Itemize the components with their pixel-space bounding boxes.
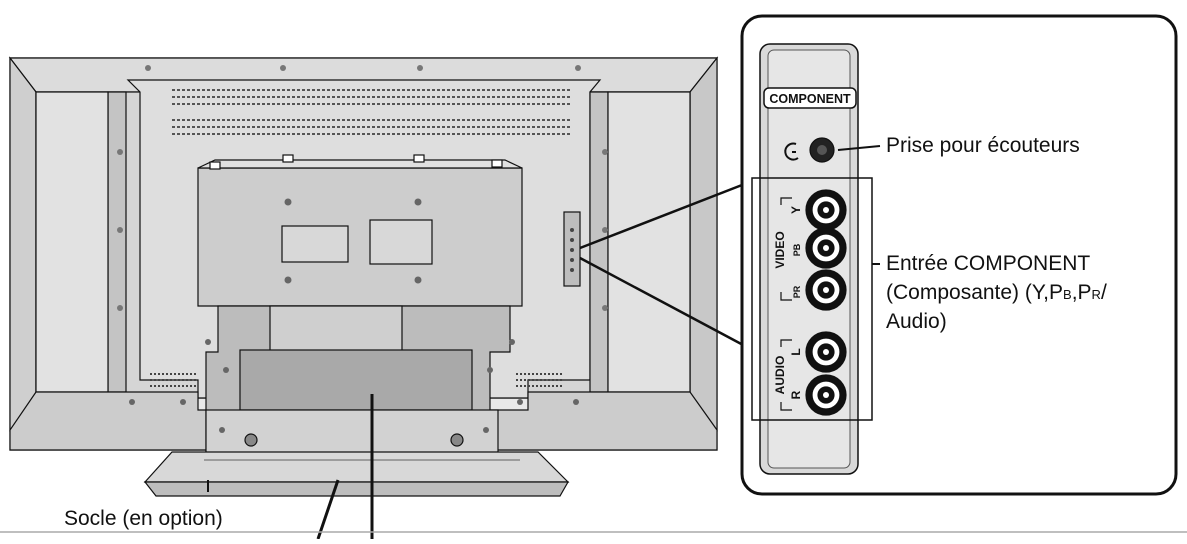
jack-label-r: R [789,390,803,399]
leader-headphone [837,145,881,151]
group-brackets [780,197,792,411]
callout-component-line2-c: ,P [1071,281,1092,304]
callout-component-line2-a: (Composante) (Y,P [886,281,1064,304]
callout-stand: Socle (en option) [64,507,223,530]
rca-jack-pb [805,227,847,269]
component-header-badge [763,87,857,109]
rca-jack-y [805,189,847,231]
headphone-icon [784,142,799,161]
headphone-jack [809,137,835,163]
leader-pointer-1 [316,479,340,540]
callout-headphone: Prise pour écouteurs [886,134,1080,157]
jack-labels: Y PB PR L R [789,206,803,399]
jack-label-pr: PR [792,285,802,298]
component-header-label: COMPONENT [769,92,851,106]
tv-left-rail [107,91,127,393]
callout-component-line3: Audio) [886,310,947,333]
tv-right-frame [689,56,718,432]
detail-panel [740,14,1178,496]
callout-component-line1: Entrée COMPONENT [886,252,1091,275]
lower-vents [150,373,564,387]
mount-plate [197,167,523,307]
jack-label-pb: PB [792,243,802,256]
label-right [369,219,433,265]
group-audio-label: AUDIO [773,356,787,395]
label-left [281,225,349,263]
tv-left-frame [9,56,37,432]
mount-holes [284,198,422,284]
stand-base [143,451,570,483]
rca-jack-pr [805,269,847,311]
callout-component-line2-b: B [1063,287,1072,302]
component-box [751,177,873,421]
group-video-label: VIDEO [773,231,787,268]
jack-label-l: L [789,348,803,355]
rca-jack-r [805,374,847,416]
rca-jack-l [805,331,847,373]
callout-component-line2-d: R [1091,287,1101,302]
jack-label-y: Y [789,206,803,214]
top-screws [117,65,608,311]
leader-lines [207,145,881,540]
zoom-callout-lines [579,176,761,356]
tv-back [8,56,719,497]
callout-component-line2: (Composante) (Y,PB,PR/ [886,280,1107,307]
top-vents [172,89,572,135]
callout-component-line2-e: / [1100,281,1107,304]
